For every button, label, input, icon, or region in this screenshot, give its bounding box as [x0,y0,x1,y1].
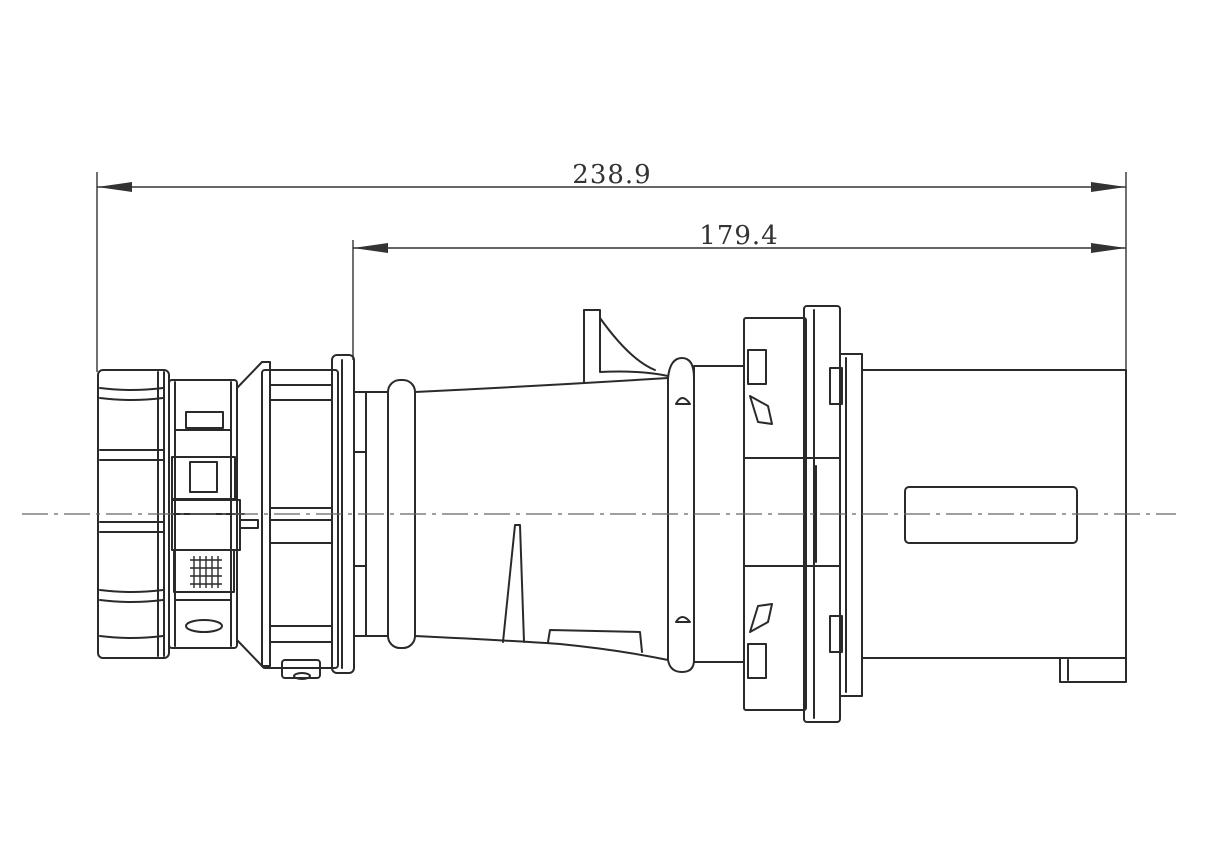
arrowhead-left [97,182,132,192]
pin-housing [861,369,1127,683]
arrowhead-body-right [1091,243,1126,253]
arrowhead-right [1091,182,1126,192]
dimension-overall: 238.9 [96,160,1127,372]
dimension-body: 179.4 [352,221,1126,360]
rear-housing [236,361,339,680]
grip-body [414,309,669,661]
key-slot [904,486,1078,544]
body-length-label: 179.4 [699,221,778,251]
arrowhead-body-left [353,243,388,253]
coupling-collar [667,357,745,673]
overall-length-label: 238.9 [572,160,651,190]
